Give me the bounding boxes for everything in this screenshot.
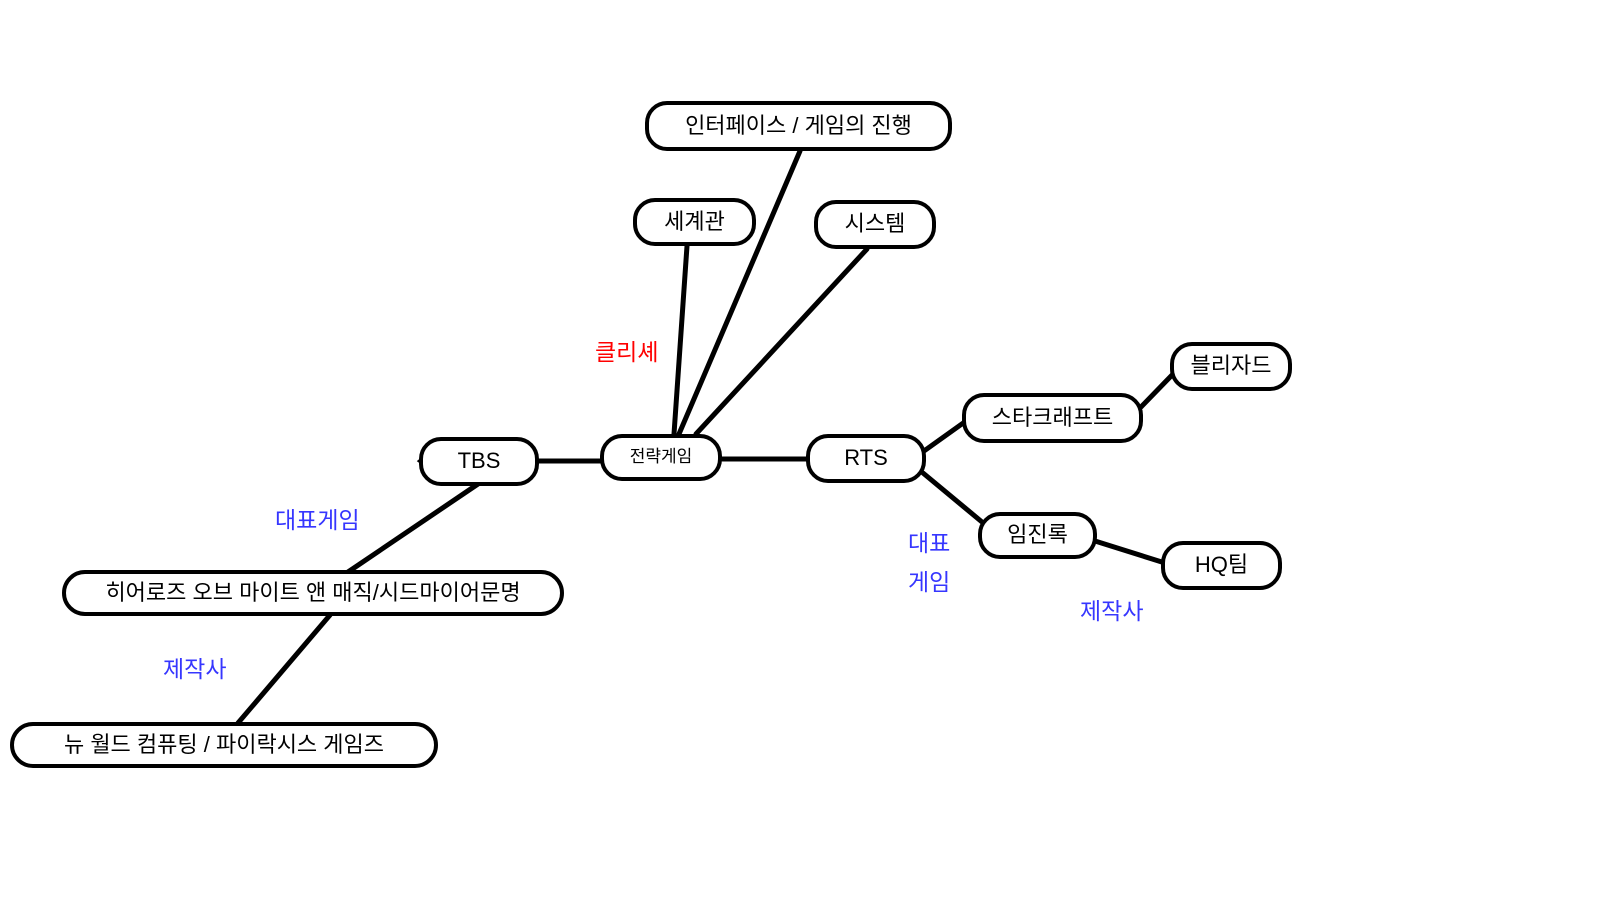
edge-rts-starcraft [921,418,969,454]
edge-starcraft-blizzard [1138,370,1177,410]
node-label: 임진록 [1007,522,1068,548]
edge-rts-imjinrok [920,470,985,525]
node-strategy-game: 전략게임 [600,434,722,481]
edge-strategy-system [693,246,870,437]
node-label: 인터페이스 / 게임의 진행 [685,112,912,138]
edge-label-representative-line2: 게임 [908,569,951,595]
node-heroes-civilization: 히어로즈 오브 마이트 앤 매직/시드마이어문명 [62,570,564,616]
node-tbs: TBS [419,437,539,486]
node-hq-team: HQ팀 [1161,541,1282,590]
edge-label-producer-right: 제작사 [1080,598,1144,624]
node-interface-progress: 인터페이스 / 게임의 진행 [645,101,952,151]
edge-tbs-heroes [345,481,481,575]
edge-label-representative-line1: 대표 [908,530,951,556]
node-worldview: 세계관 [633,198,756,246]
edge-label-producer-left: 제작사 [163,656,227,682]
node-label: 전략게임 [629,447,693,467]
node-blizzard: 블리자드 [1170,342,1292,391]
node-label: TBS [457,448,501,474]
edge-imjinrok-hqteam [1092,538,1168,566]
node-label: 세계관 [664,208,725,234]
node-label: RTS [844,445,888,471]
edge-label-representative-game-left: 대표게임 [275,507,360,533]
node-label: 시스템 [844,211,906,237]
node-starcraft: 스타크래프트 [962,393,1143,443]
edge-strategy-interface [676,148,803,437]
node-label: 뉴 월드 컴퓨팅 / 파이락시스 게임즈 [63,731,385,757]
edge-strategy-worldview [671,243,690,437]
edge-heroes-nwc [235,612,333,726]
node-newworld-firaxis: 뉴 월드 컴퓨팅 / 파이락시스 게임즈 [10,722,438,768]
node-imjinrok: 임진록 [978,512,1097,559]
node-label: HQ팀 [1194,552,1249,578]
node-rts: RTS [806,434,926,483]
node-system: 시스템 [814,200,936,249]
node-label: 히어로즈 오브 마이트 앤 매직/시드마이어문명 [105,579,521,605]
edge-label-cliche: 클리셰 [595,339,659,365]
node-label: 스타크래프트 [991,404,1114,430]
node-label: 블리자드 [1190,353,1272,379]
